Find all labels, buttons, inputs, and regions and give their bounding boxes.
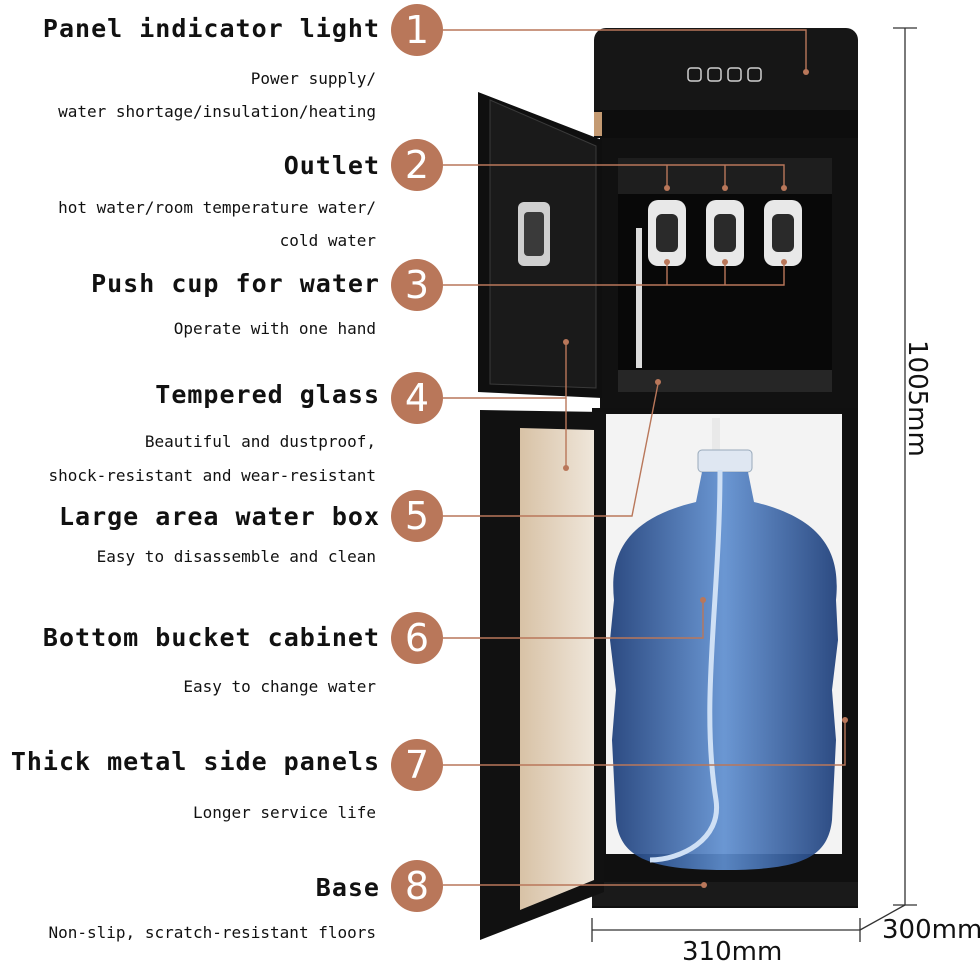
feature-2-title: Outlet	[283, 151, 380, 180]
feature-7-title: Thick metal side panels	[10, 747, 380, 776]
panel-buttons	[687, 67, 762, 82]
feature-7-desc-line-1: Longer service life	[192, 803, 376, 822]
water-outlets	[648, 200, 802, 266]
height-dimension-label: 1005mm	[902, 340, 932, 457]
depth-dimension-label: 300mm	[882, 915, 980, 945]
feature-4-desc-line-2: shock-resistant and wear-resistant	[48, 466, 376, 485]
feature-6-desc-line-1: Easy to change water	[183, 677, 376, 696]
feature-4-title: Tempered glass	[155, 380, 380, 409]
dispenser-body	[600, 138, 858, 410]
feature-7-badge: 7	[391, 739, 443, 791]
feature-2-badge: 2	[391, 139, 443, 191]
feature-2-desc-line-2: cold water	[279, 231, 376, 250]
feature-4-badge: 4	[391, 372, 443, 424]
water-bottle	[610, 418, 838, 870]
feature-3-title: Push cup for water	[91, 269, 380, 298]
upper-glass-door	[478, 92, 602, 398]
feature-6-badge: 6	[391, 612, 443, 664]
control-panel	[594, 28, 858, 138]
feature-8-desc-line-1: Non-slip, scratch-resistant floors	[48, 923, 376, 942]
feature-6-title: Bottom bucket cabinet	[42, 623, 380, 652]
callout-dots	[563, 69, 848, 888]
feature-3-desc-line-1: Operate with one hand	[173, 319, 376, 338]
callout-lines	[443, 29, 846, 886]
feature-1-badge: 1	[391, 4, 443, 56]
feature-3-badge: 3	[391, 259, 443, 311]
feature-1-title: Panel indicator light	[42, 14, 380, 43]
feature-1-desc-line-2: water shortage/insulation/heating	[58, 102, 376, 121]
feature-5-title: Large area water box	[58, 502, 380, 531]
width-dimension-label: 310mm	[682, 937, 783, 967]
feature-1-desc-line-1: Power supply/	[250, 69, 376, 88]
feature-2-desc-line-1: hot water/room temperature water/	[58, 198, 376, 217]
feature-4-desc-line-1: Beautiful and dustproof,	[144, 432, 376, 451]
feature-8-badge: 8	[391, 860, 443, 912]
lower-door	[480, 410, 604, 940]
feature-5-badge: 5	[391, 490, 443, 542]
feature-5-desc-line-1: Easy to disassemble and clean	[96, 547, 376, 566]
dimension-lines	[591, 27, 917, 942]
feature-8-title: Base	[315, 873, 380, 902]
